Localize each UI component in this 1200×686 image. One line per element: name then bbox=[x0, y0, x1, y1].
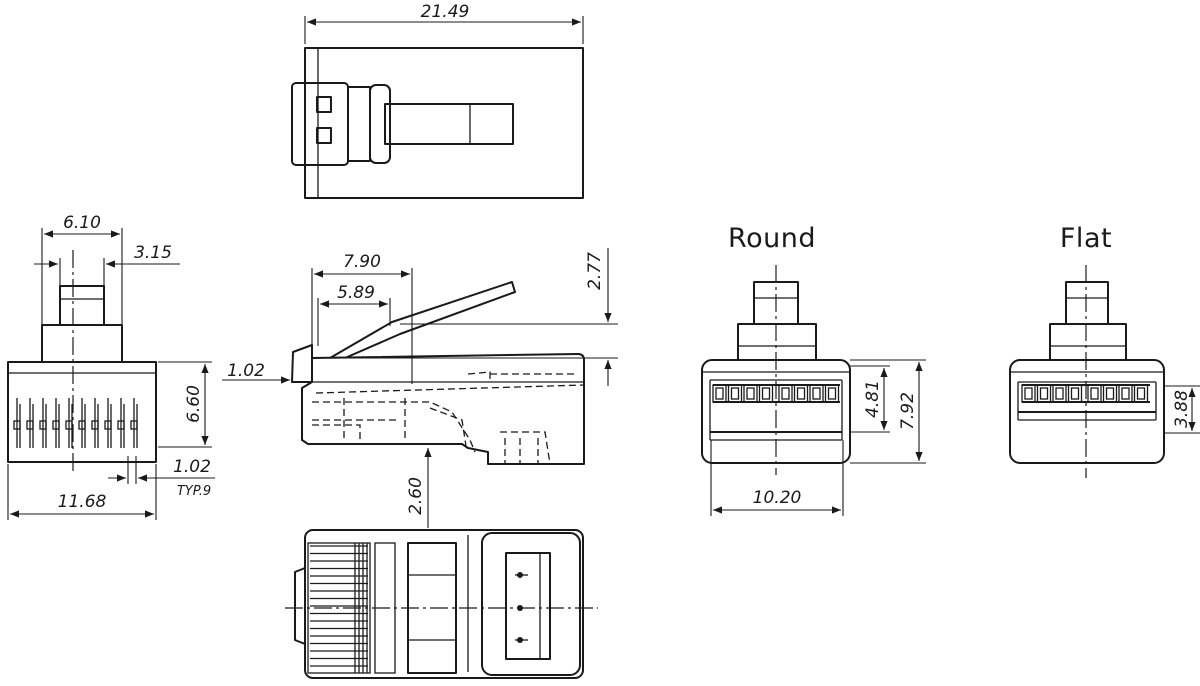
dim-side-offset: 1.02 bbox=[227, 361, 265, 381]
dim-front-tab-width: 3.15 bbox=[134, 243, 172, 263]
front-view-contacts bbox=[13, 398, 138, 448]
side-view: 7.90 5.89 2.77 1.02 2.60 bbox=[222, 248, 618, 528]
dim-front-width-top: 6.10 bbox=[63, 213, 101, 233]
dim-side-length-b: 5.89 bbox=[337, 283, 375, 303]
round-contact-slot bbox=[827, 387, 837, 400]
flat-contact-slot bbox=[1055, 387, 1064, 400]
bottom-view bbox=[285, 529, 598, 679]
flat-view-body bbox=[1009, 359, 1165, 464]
bottom-view-window bbox=[505, 552, 551, 660]
flat-contact-slot bbox=[1090, 387, 1099, 400]
top-view-clip bbox=[291, 82, 349, 166]
dim-contact-count: TYP.9 bbox=[177, 484, 211, 499]
variant-round-title: Round bbox=[728, 223, 816, 254]
round-contact-slot bbox=[812, 387, 821, 400]
round-view: Round 4.81 7.92 10.20 bbox=[701, 223, 926, 516]
side-view-body bbox=[301, 353, 585, 465]
flat-contact-slot bbox=[1024, 387, 1033, 400]
dim-overall-length: 21.49 bbox=[421, 2, 470, 22]
round-contact-slot bbox=[796, 387, 806, 400]
dim-round-inner-height: 4.81 bbox=[863, 380, 883, 418]
dim-bottom-offset: 2.60 bbox=[406, 477, 426, 515]
dim-flat-inner-height: 3.88 bbox=[1172, 390, 1192, 428]
bottom-view-body bbox=[304, 529, 584, 679]
flat-contact-slot bbox=[1136, 387, 1146, 400]
flat-contact-slot bbox=[1070, 387, 1080, 400]
flat-contact-slot bbox=[1039, 387, 1049, 400]
dim-side-length-a: 7.90 bbox=[343, 252, 381, 272]
variant-flat-title: Flat bbox=[1060, 223, 1112, 254]
dim-latch-height: 2.77 bbox=[585, 252, 605, 290]
front-view-tab bbox=[59, 285, 105, 326]
dim-front-height: 6.60 bbox=[184, 385, 204, 423]
round-contact-slot bbox=[781, 387, 790, 400]
round-contact-slot bbox=[746, 387, 755, 400]
flat-contact-slot bbox=[1121, 387, 1130, 400]
dim-front-width: 11.68 bbox=[58, 492, 107, 512]
round-view-contacts bbox=[712, 384, 840, 403]
dim-round-outer-height: 7.92 bbox=[898, 392, 918, 430]
top-view-latch bbox=[384, 103, 514, 145]
dim-contact-pitch: 1.02 bbox=[173, 457, 211, 477]
side-view-latch bbox=[329, 281, 516, 359]
top-view: 21.49 bbox=[291, 2, 584, 199]
front-view: 6.10 3.15 6.60 11.68 1.02 TYP.9 bbox=[7, 213, 215, 520]
round-contact-slot bbox=[761, 387, 771, 400]
round-contact-slot bbox=[730, 387, 740, 400]
top-view-body bbox=[304, 47, 584, 199]
flat-contact-slot bbox=[1105, 387, 1115, 400]
round-contact-slot bbox=[715, 387, 724, 400]
dim-round-width: 10.20 bbox=[753, 488, 802, 508]
flat-view: Flat 3.88 bbox=[1009, 223, 1200, 478]
